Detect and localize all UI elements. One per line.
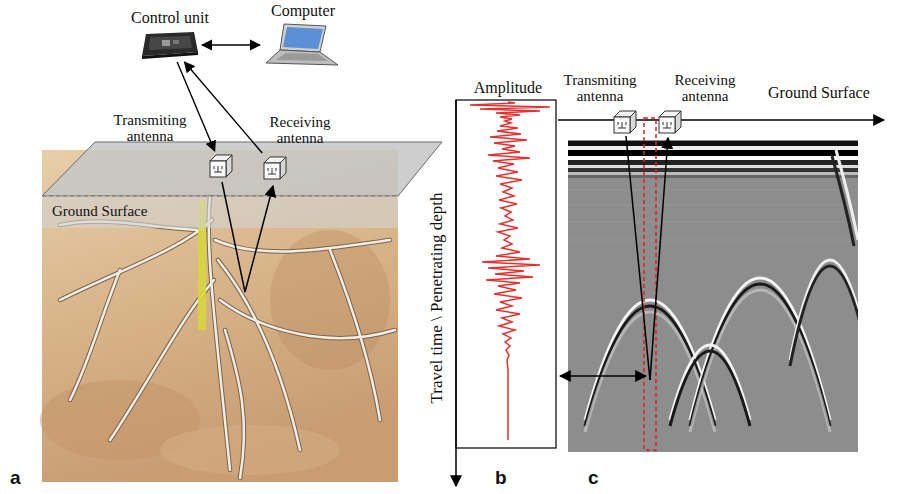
antenna: Receiving antenna: [657, 109, 683, 135]
radargram: [558, 118, 884, 452]
antenna-icon: [657, 109, 683, 135]
ground-band: [42, 196, 398, 228]
computer-icon: [262, 22, 342, 68]
node-label: Transmiting antenna: [557, 73, 643, 105]
antenna-icon: [262, 155, 288, 181]
antenna: Transmiting antenna: [612, 109, 638, 135]
antenna-icon: [612, 109, 638, 135]
ground-plane: [42, 142, 442, 196]
signal-arrow: [185, 62, 263, 153]
amplitude-panel: [456, 100, 556, 486]
control-unit: Control unit: [140, 30, 200, 60]
panel-letter: c: [588, 468, 599, 489]
node-label: Receiving antenna: [257, 115, 343, 147]
antenna: Transmiting antenna: [208, 153, 234, 179]
antenna: Receiving antenna: [262, 155, 288, 181]
antenna-icon: [208, 153, 234, 179]
axis-title: Travel time \ Penetrating depth: [428, 193, 447, 404]
node-label: Control unit: [131, 10, 209, 27]
signal-arrow: [202, 44, 260, 45]
control-unit-icon: [140, 30, 200, 60]
wave-rays: [222, 182, 273, 292]
node-label: Transmiting antenna: [107, 113, 193, 145]
node-label: Receiving antenna: [662, 73, 748, 105]
panel-letter: a: [10, 468, 21, 489]
node-label: Computer: [271, 3, 335, 20]
dashed-edge: [42, 196, 398, 197]
computer: Computer: [262, 22, 342, 68]
surface-label: Ground Surface: [768, 84, 870, 102]
root-photo: [40, 150, 398, 482]
axis-title: Amplitude: [474, 79, 542, 97]
panel-letter: b: [495, 468, 507, 489]
surface-label: Ground Surface: [52, 203, 147, 220]
